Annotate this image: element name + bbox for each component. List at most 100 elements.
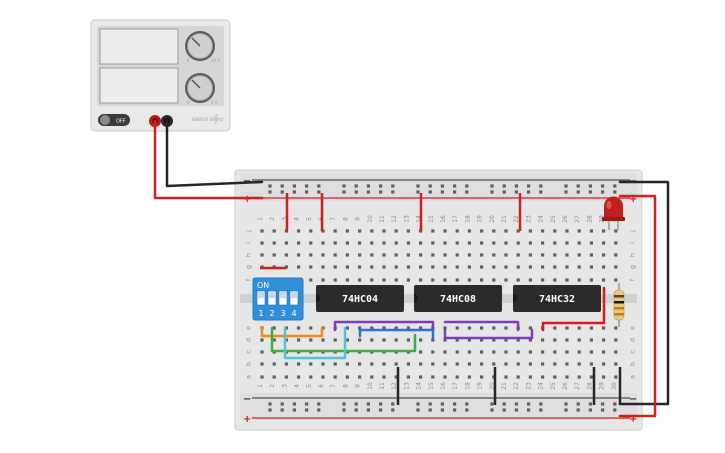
rail-hole[interactable]	[576, 184, 580, 188]
rail-hole[interactable]	[502, 190, 506, 194]
hole[interactable]	[577, 350, 581, 354]
hole[interactable]	[309, 253, 313, 257]
hole[interactable]	[553, 265, 557, 269]
rail-hole[interactable]	[490, 184, 494, 188]
hole[interactable]	[480, 375, 484, 379]
lead-red-to-rail[interactable]	[153, 119, 264, 200]
rail-hole[interactable]	[527, 402, 531, 406]
hole[interactable]	[528, 326, 532, 330]
hole[interactable]	[333, 338, 337, 342]
hole[interactable]	[333, 241, 337, 245]
hole[interactable]	[370, 278, 374, 282]
hole[interactable]	[614, 278, 618, 282]
hole[interactable]	[260, 375, 264, 379]
hole[interactable]	[504, 362, 508, 366]
rail-hole[interactable]	[391, 408, 395, 412]
hole[interactable]	[602, 338, 606, 342]
hole[interactable]	[553, 326, 557, 330]
wire-orange[interactable]	[260, 326, 324, 338]
hole[interactable]	[394, 229, 398, 233]
hole[interactable]	[431, 278, 435, 282]
hole[interactable]	[370, 265, 374, 269]
hole[interactable]	[443, 241, 447, 245]
hole[interactable]	[553, 362, 557, 366]
hole[interactable]	[455, 278, 459, 282]
hole[interactable]	[614, 375, 618, 379]
hole[interactable]	[541, 278, 545, 282]
hole[interactable]	[589, 278, 593, 282]
hole[interactable]	[333, 265, 337, 269]
hole[interactable]	[406, 253, 410, 257]
hole[interactable]	[577, 253, 581, 257]
rail-hole[interactable]	[342, 402, 346, 406]
hole[interactable]	[577, 229, 581, 233]
hole[interactable]	[467, 350, 471, 354]
hole[interactable]	[394, 278, 398, 282]
hole[interactable]	[394, 253, 398, 257]
hole[interactable]	[492, 278, 496, 282]
hole[interactable]	[406, 362, 410, 366]
hole[interactable]	[589, 265, 593, 269]
hole[interactable]	[345, 229, 349, 233]
hole[interactable]	[358, 265, 362, 269]
hole[interactable]	[382, 326, 386, 330]
rail-hole[interactable]	[465, 184, 469, 188]
hole[interactable]	[614, 253, 618, 257]
hole[interactable]	[565, 350, 569, 354]
hole[interactable]	[504, 229, 508, 233]
hole[interactable]	[516, 338, 520, 342]
hole[interactable]	[480, 278, 484, 282]
hole[interactable]	[455, 350, 459, 354]
rail-hole[interactable]	[440, 190, 444, 194]
hole[interactable]	[382, 265, 386, 269]
hole[interactable]	[455, 265, 459, 269]
rail-hole[interactable]	[280, 408, 284, 412]
rail-hole[interactable]	[465, 408, 469, 412]
hole[interactable]	[577, 375, 581, 379]
rail-hole[interactable]	[354, 408, 358, 412]
hole[interactable]	[309, 375, 313, 379]
rail-hole[interactable]	[305, 402, 309, 406]
rail-hole[interactable]	[564, 402, 568, 406]
hole[interactable]	[614, 241, 618, 245]
rail-hole[interactable]	[280, 184, 284, 188]
hole[interactable]	[516, 362, 520, 366]
rail-hole[interactable]	[342, 408, 346, 412]
wire-blue[interactable]	[358, 328, 435, 340]
rail-hole[interactable]	[317, 402, 321, 406]
hole[interactable]	[370, 375, 374, 379]
hole[interactable]	[443, 278, 447, 282]
hole[interactable]	[541, 265, 545, 269]
hole[interactable]	[260, 229, 264, 233]
hole[interactable]	[260, 350, 264, 354]
hole[interactable]	[589, 241, 593, 245]
wire-red-output[interactable]	[541, 286, 606, 332]
hole[interactable]	[553, 350, 557, 354]
hole[interactable]	[516, 241, 520, 245]
rail-hole[interactable]	[305, 184, 309, 188]
hole[interactable]	[589, 350, 593, 354]
rail-hole[interactable]	[440, 408, 444, 412]
hole[interactable]	[419, 326, 423, 330]
hole[interactable]	[406, 265, 410, 269]
hole[interactable]	[443, 338, 447, 342]
hole[interactable]	[528, 350, 532, 354]
hole[interactable]	[541, 362, 545, 366]
hole[interactable]	[443, 253, 447, 257]
hole[interactable]	[345, 326, 349, 330]
rail-hole[interactable]	[292, 190, 296, 194]
hole[interactable]	[345, 375, 349, 379]
hole[interactable]	[309, 229, 313, 233]
rail-hole[interactable]	[292, 408, 296, 412]
hole[interactable]	[321, 278, 325, 282]
rail-hole[interactable]	[440, 402, 444, 406]
hole[interactable]	[589, 326, 593, 330]
hole[interactable]	[370, 338, 374, 342]
hole[interactable]	[504, 241, 508, 245]
hole[interactable]	[370, 362, 374, 366]
hole[interactable]	[516, 375, 520, 379]
hole[interactable]	[394, 241, 398, 245]
rail-hole[interactable]	[416, 190, 420, 194]
rail-hole[interactable]	[490, 408, 494, 412]
hole[interactable]	[565, 326, 569, 330]
